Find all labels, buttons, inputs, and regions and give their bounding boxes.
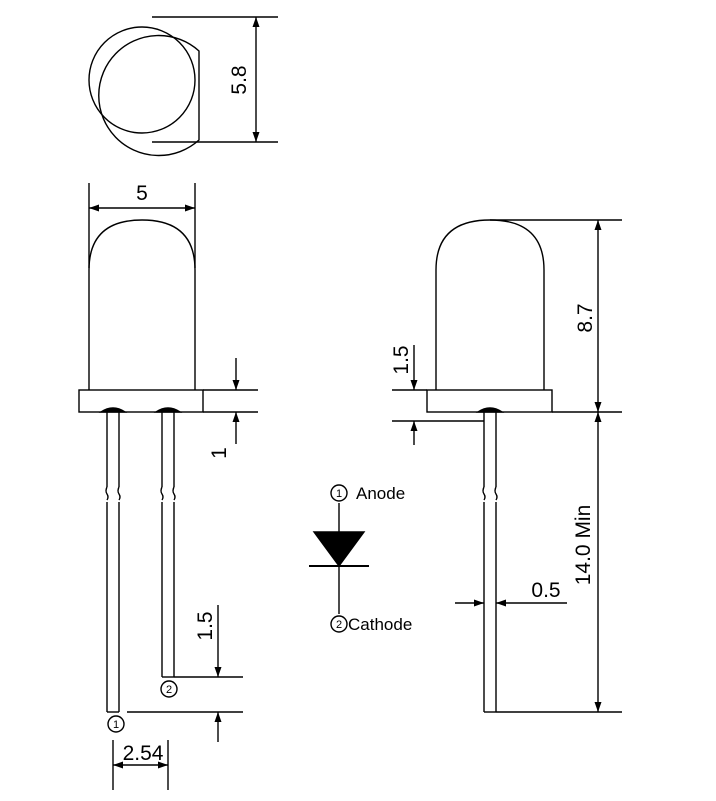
- lead-spacing-label: 2.54: [123, 742, 164, 765]
- lead-length-difference-label: 1.5: [194, 611, 217, 640]
- lead-length-label: 14.0 Min: [572, 505, 595, 586]
- anode-label: Anode: [356, 484, 405, 503]
- flange-thickness-side-label: 1.5: [390, 345, 413, 374]
- front-view-flange: [78, 389, 204, 413]
- diode-symbol: [309, 484, 369, 633]
- flange-thickness-front-label: 1: [208, 447, 231, 459]
- body-height-label: 8.7: [574, 303, 597, 332]
- side-view-body: [435, 219, 545, 390]
- anode-symbol-number: 1: [336, 488, 342, 500]
- anode-lead: [105, 412, 121, 713]
- front-view-body: [88, 219, 196, 390]
- body-diameter-label: 5: [136, 182, 148, 205]
- flange-diameter-label: 5.8: [228, 65, 251, 94]
- cathode-pin-number: 2: [166, 684, 172, 696]
- front-view: [78, 183, 258, 790]
- cathode-symbol-marker: [330, 615, 348, 633]
- side-view: [392, 219, 622, 713]
- anode-symbol-marker: [330, 484, 348, 502]
- cathode-lead: [160, 412, 176, 678]
- top-view-lens: [88, 26, 196, 134]
- anode-pin-marker: [107, 715, 125, 733]
- top-view-flange-outline: [98, 34, 200, 157]
- cathode-pin-marker: [160, 680, 178, 698]
- anode-pin-number: 1: [113, 719, 119, 731]
- cathode-label: Cathode: [348, 615, 412, 634]
- lead-width-label: 0.5: [531, 579, 560, 602]
- top-view: [88, 16, 278, 157]
- cathode-symbol-number: 2: [336, 619, 342, 631]
